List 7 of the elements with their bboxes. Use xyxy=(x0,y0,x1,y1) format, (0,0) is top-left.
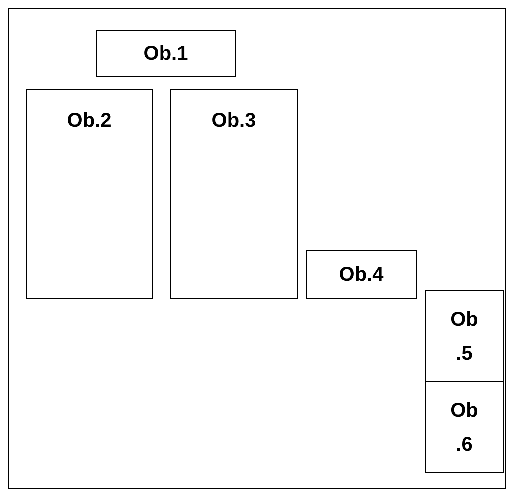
label-box: Ob.2 xyxy=(26,89,153,299)
label-box: Ob.3 xyxy=(170,89,298,299)
label-box: Ob.4 xyxy=(306,250,417,299)
label-box: Ob .5 xyxy=(425,290,504,382)
frame-box xyxy=(8,8,506,489)
label-box: Ob.1 xyxy=(96,30,236,77)
label-box: Ob .6 xyxy=(425,381,504,473)
